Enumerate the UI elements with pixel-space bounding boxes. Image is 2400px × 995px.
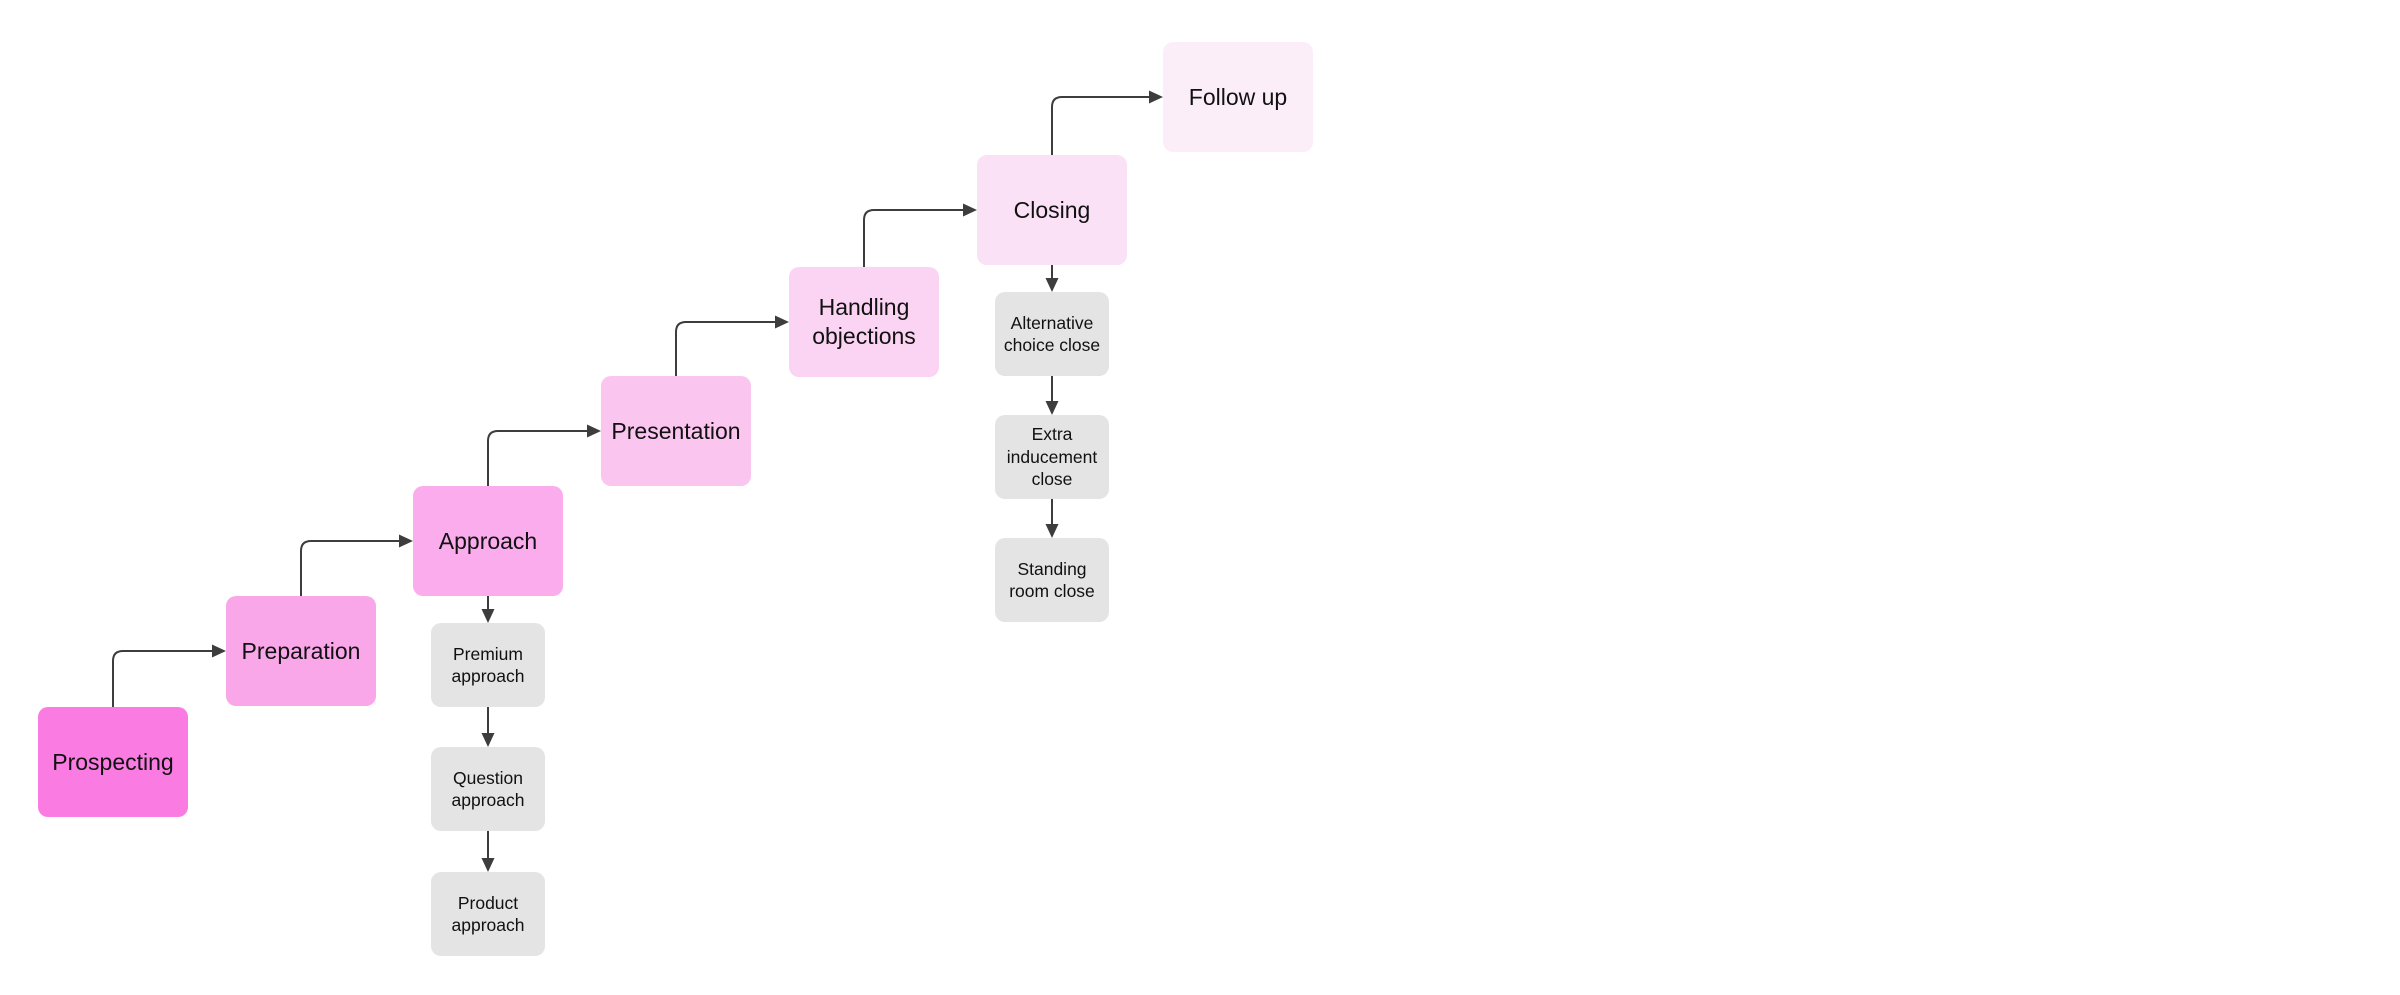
arrowhead-right-icon [587, 424, 601, 438]
arrowhead-down-icon [481, 609, 495, 623]
node-product-approach[interactable]: Product approach [431, 872, 545, 956]
edge-question-product [481, 831, 495, 872]
node-closing[interactable]: Closing [977, 155, 1127, 265]
arrowhead-right-icon [963, 203, 977, 217]
node-label: Preparation [241, 637, 361, 664]
node-label: Handling objections [812, 294, 916, 349]
arrowhead-right-icon [399, 534, 413, 548]
node-label: Standing room close [1009, 558, 1095, 601]
node-label: Alternative choice close [1003, 312, 1101, 355]
node-prospecting[interactable]: Prospecting [38, 707, 188, 817]
edge-premium-question [481, 707, 495, 747]
arrowhead-right-icon [1149, 90, 1163, 104]
edge-alternative-extra [1045, 375, 1059, 415]
edge-prospecting-preparation [112, 644, 226, 707]
arrowhead-right-icon [212, 644, 226, 658]
node-label: Premium approach [451, 643, 525, 686]
node-follow-up[interactable]: Follow up [1163, 42, 1313, 152]
node-alternative-choice-close[interactable]: Alternative choice close [995, 292, 1109, 376]
arrowhead-down-icon [481, 733, 495, 747]
edge-approach-premium [481, 596, 495, 623]
node-extra-inducement-close[interactable]: Extra inducement close [995, 415, 1109, 499]
node-label: Question approach [451, 767, 525, 810]
arrowhead-down-icon [1045, 278, 1059, 292]
node-label: Presentation [611, 417, 741, 444]
node-label: Follow up [1188, 83, 1288, 110]
node-handling-objections[interactable]: Handling objections [789, 267, 939, 377]
node-label: Closing [1013, 196, 1091, 223]
edge-presentation-handling [675, 315, 789, 376]
node-preparation[interactable]: Preparation [226, 596, 376, 706]
node-premium-approach[interactable]: Premium approach [431, 623, 545, 707]
arrowhead-right-icon [775, 315, 789, 329]
node-label: Prospecting [52, 748, 174, 775]
edge-extra-standing [1045, 498, 1059, 538]
arrowhead-down-icon [481, 858, 495, 872]
edge-preparation-approach [300, 534, 413, 596]
arrowhead-down-icon [1045, 524, 1059, 538]
node-standing-room-close[interactable]: Standing room close [995, 538, 1109, 622]
edge-closing-alternative [1045, 265, 1059, 292]
edge-closing-followup [1051, 90, 1163, 155]
node-presentation[interactable]: Presentation [601, 376, 751, 486]
node-label: Approach [438, 527, 538, 554]
arrowhead-down-icon [1045, 401, 1059, 415]
edge-handling-closing [863, 203, 977, 267]
node-label: Extra inducement close [1006, 424, 1098, 490]
edge-approach-presentation [487, 424, 601, 486]
node-approach[interactable]: Approach [413, 486, 563, 596]
node-label: Product approach [451, 892, 525, 935]
node-question-approach[interactable]: Question approach [431, 747, 545, 831]
